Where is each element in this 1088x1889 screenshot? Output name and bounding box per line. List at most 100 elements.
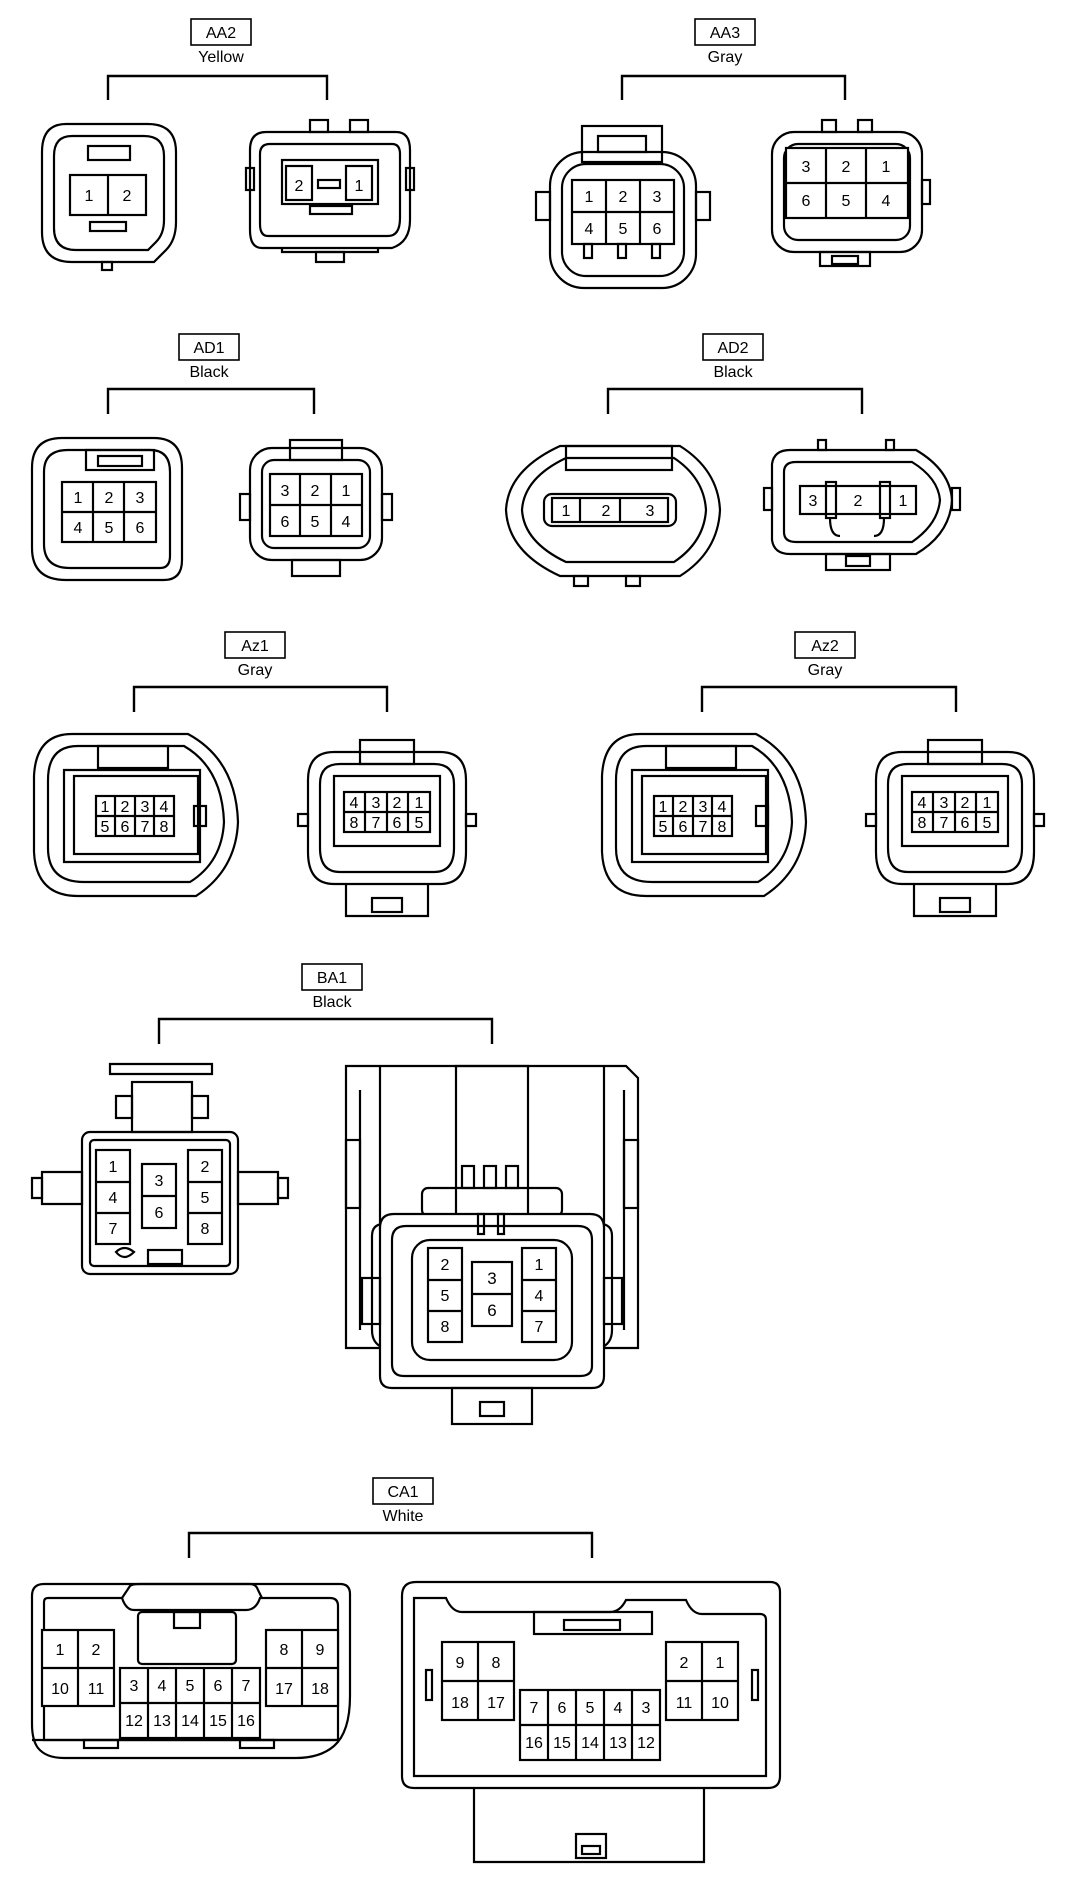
connector-aa2: AA2 Yellow 1 2 2 1 [40, 18, 416, 272]
svg-text:8: 8 [160, 819, 169, 836]
svg-text:8: 8 [201, 1221, 210, 1238]
svg-text:18: 18 [311, 1681, 329, 1698]
connector-code: CA1 [387, 1484, 418, 1501]
svg-text:1: 1 [342, 483, 351, 500]
svg-text:17: 17 [487, 1695, 505, 1712]
svg-text:14: 14 [581, 1735, 599, 1752]
svg-text:5: 5 [842, 193, 851, 210]
svg-text:2: 2 [311, 483, 320, 500]
svg-text:6: 6 [653, 221, 662, 238]
connector-ad2: AD2 Black 1 2 3 3 2 [504, 333, 962, 588]
svg-text:4: 4 [585, 221, 594, 238]
svg-text:5: 5 [619, 221, 628, 238]
svg-text:2: 2 [295, 178, 304, 195]
svg-text:2: 2 [105, 490, 114, 507]
connector-code: BA1 [317, 970, 347, 987]
connector-az1-male: 4 3 2 1 8 7 6 5 [296, 738, 478, 918]
svg-text:8: 8 [718, 819, 727, 836]
svg-text:9: 9 [316, 1642, 325, 1659]
connector-ca1: CA1 White 1 2 10 11 3 4 5 [30, 1477, 782, 1864]
svg-text:3: 3 [281, 483, 290, 500]
svg-text:5: 5 [415, 815, 424, 832]
svg-text:11: 11 [676, 1695, 693, 1712]
svg-text:4: 4 [718, 799, 727, 816]
svg-text:3: 3 [809, 493, 818, 510]
svg-text:5: 5 [983, 815, 992, 832]
svg-text:3: 3 [940, 795, 949, 812]
svg-text:13: 13 [153, 1713, 171, 1730]
svg-text:6: 6 [393, 815, 402, 832]
svg-text:11: 11 [88, 1681, 105, 1698]
connector-code: Az1 [241, 638, 269, 655]
svg-text:4: 4 [342, 514, 351, 531]
svg-text:5: 5 [201, 1190, 210, 1207]
svg-text:5: 5 [586, 1700, 595, 1717]
connector-code: Az2 [811, 638, 839, 655]
connector-aa3-male: 3 2 1 6 5 4 [770, 118, 932, 268]
svg-text:3: 3 [155, 1173, 164, 1190]
svg-text:6: 6 [136, 520, 145, 537]
svg-text:1: 1 [882, 159, 891, 176]
connector-color: Black [713, 364, 753, 381]
svg-text:4: 4 [918, 795, 927, 812]
svg-text:7: 7 [109, 1221, 118, 1238]
svg-text:4: 4 [160, 799, 169, 816]
svg-text:8: 8 [492, 1655, 501, 1672]
svg-text:13: 13 [609, 1735, 627, 1752]
connector-aa2-male: 2 1 [244, 118, 416, 264]
svg-text:7: 7 [372, 815, 381, 832]
svg-text:6: 6 [214, 1678, 223, 1695]
svg-text:7: 7 [141, 819, 150, 836]
connector-ad1: AD1 Black 1 2 3 4 5 6 [30, 333, 394, 582]
svg-text:6: 6 [679, 819, 688, 836]
svg-text:6: 6 [961, 815, 970, 832]
connector-code: AA3 [710, 25, 740, 42]
svg-text:5: 5 [101, 819, 110, 836]
svg-text:12: 12 [125, 1713, 143, 1730]
svg-text:4: 4 [74, 520, 83, 537]
svg-text:3: 3 [642, 1700, 651, 1717]
svg-text:2: 2 [842, 159, 851, 176]
svg-text:1: 1 [899, 493, 908, 510]
svg-text:16: 16 [525, 1735, 543, 1752]
svg-text:4: 4 [109, 1190, 118, 1207]
svg-text:12: 12 [637, 1735, 655, 1752]
svg-text:5: 5 [441, 1288, 450, 1305]
connector-ba1: BA1 Black 1 4 7 3 6 2 [30, 963, 640, 1426]
svg-text:8: 8 [350, 815, 359, 832]
svg-text:8: 8 [280, 1642, 289, 1659]
svg-text:4: 4 [614, 1700, 623, 1717]
svg-text:2: 2 [602, 503, 611, 520]
svg-text:3: 3 [802, 159, 811, 176]
svg-text:4: 4 [350, 795, 359, 812]
svg-text:1: 1 [535, 1257, 544, 1274]
svg-text:17: 17 [275, 1681, 293, 1698]
connector-ad1-male: 3 2 1 6 5 4 [238, 438, 394, 578]
connector-color: Black [189, 364, 229, 381]
svg-text:5: 5 [311, 514, 320, 531]
svg-text:5: 5 [659, 819, 668, 836]
connector-code: AD1 [193, 340, 224, 357]
connector-ad1-female: 1 2 3 4 5 6 [30, 436, 184, 582]
connector-aa3-female: 1 2 3 4 5 6 [534, 124, 712, 290]
connector-az1-female: 1 2 3 4 5 6 7 8 [32, 732, 240, 898]
connector-bracket [106, 74, 329, 100]
connector-ad2-female: 1 2 3 [504, 444, 722, 588]
svg-text:3: 3 [130, 1678, 139, 1695]
svg-text:1: 1 [74, 490, 83, 507]
svg-text:3: 3 [699, 799, 708, 816]
connector-code: AA2 [206, 25, 236, 42]
svg-text:2: 2 [854, 493, 863, 510]
connector-color: Black [312, 994, 352, 1011]
connector-az1: Az1 Gray 1 2 3 4 5 6 7 8 [32, 631, 478, 918]
svg-text:15: 15 [553, 1735, 571, 1752]
connector-ba1-male: 2 5 8 3 6 1 4 7 [344, 1064, 640, 1426]
connector-color: White [383, 1508, 424, 1525]
svg-text:4: 4 [882, 193, 891, 210]
svg-text:1: 1 [716, 1655, 725, 1672]
svg-text:1: 1 [585, 189, 594, 206]
connector-color: Yellow [198, 49, 244, 66]
svg-text:6: 6 [281, 514, 290, 531]
